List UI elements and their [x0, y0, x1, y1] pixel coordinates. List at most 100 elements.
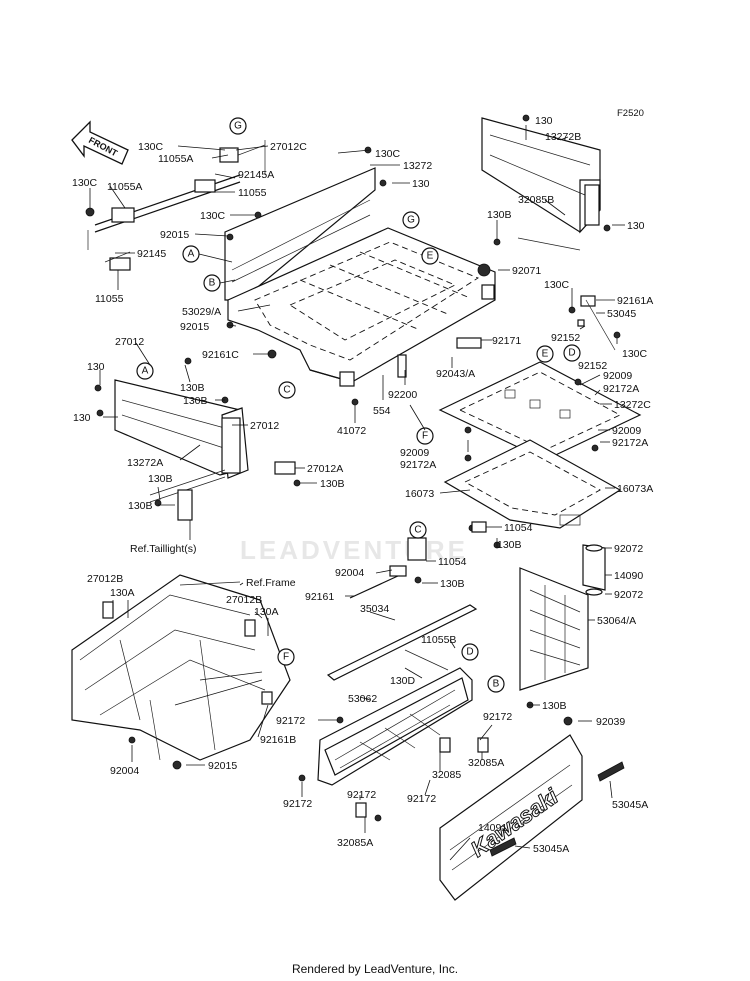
part-label: 92152: [578, 360, 607, 372]
part-label: 130C: [622, 348, 648, 360]
part-label: 92015: [208, 760, 237, 772]
part-label: 130: [535, 115, 553, 127]
part-label: 130C: [375, 148, 401, 160]
part-label: 32085A: [468, 757, 504, 769]
hinge-parts: [274, 237, 616, 475]
svg-text:B: B: [209, 278, 216, 289]
part-label: 130B: [180, 382, 205, 394]
part-label: 13272A: [127, 457, 163, 469]
part-label: 554: [373, 405, 391, 417]
part-label: 92015: [180, 321, 209, 333]
part-label: 130B: [497, 539, 522, 551]
part-label: 92072: [614, 589, 643, 601]
part-label: 92071: [512, 265, 541, 277]
gas-spring-92161: [349, 565, 407, 599]
part-label: 92172: [276, 715, 305, 727]
part-label: 92152: [551, 332, 580, 344]
part-label: 14091: [478, 822, 507, 834]
net-53064: [519, 567, 589, 691]
svg-text:C: C: [414, 525, 421, 536]
part-label: 130B: [183, 395, 208, 407]
svg-text:A: A: [142, 366, 149, 377]
part-label: 130C: [200, 210, 226, 222]
part-label: 16073A: [617, 483, 653, 495]
panel-14090: [582, 544, 606, 596]
part-label: 11055A: [107, 181, 142, 193]
part-label: 92171: [492, 335, 521, 347]
part-label: 35034: [360, 603, 389, 615]
part-label: 27012C: [270, 141, 307, 153]
part-label: 41072: [337, 425, 366, 437]
part-label: 92161: [305, 591, 334, 603]
part-label: 92145A: [238, 169, 274, 181]
part-label: 92039: [596, 716, 625, 728]
part-label: 53045A: [612, 799, 648, 811]
part-label: 92172: [407, 793, 436, 805]
credit-text: Rendered by LeadVenture, Inc.: [291, 962, 459, 976]
front-panel-13272: [224, 167, 376, 301]
part-label: 92161C: [202, 349, 239, 361]
bracket-11054: [407, 521, 487, 561]
front-arrow-icon: FRONT: [71, 120, 129, 165]
part-label: 92172A: [603, 383, 639, 395]
part-label: 130B: [440, 578, 465, 590]
part-label: 11055: [95, 293, 124, 305]
frame-ref: [71, 574, 291, 761]
tailgate-53062: [317, 667, 489, 818]
part-label: 130A: [254, 606, 279, 618]
svg-text:E: E: [542, 349, 549, 360]
part-label: 92172: [283, 798, 312, 810]
svg-text:D: D: [568, 348, 575, 359]
part-label: Ref.Taillight(s): [130, 543, 197, 555]
part-label: 130: [73, 412, 91, 424]
part-label: 53045: [607, 308, 636, 320]
part-label: 92009: [612, 425, 641, 437]
part-label: 92145: [137, 248, 166, 260]
part-label: 32085B: [518, 194, 554, 206]
svg-text:C: C: [283, 385, 290, 396]
figure-code: F2520: [617, 108, 644, 119]
part-label: 130C: [72, 177, 98, 189]
part-label: 130: [87, 361, 105, 373]
part-label: 53064/A: [597, 615, 636, 627]
part-label: 92009: [400, 447, 429, 459]
part-label: 92043/A: [436, 368, 475, 380]
part-label: 92009: [603, 370, 632, 382]
part-label: 11054: [504, 522, 533, 534]
watermark: LEADVENTURE: [240, 535, 469, 565]
part-label: 27012B: [87, 573, 123, 585]
svg-text:D: D: [466, 647, 473, 658]
part-label: Ref.Frame: [246, 577, 296, 589]
part-label: 130B: [320, 478, 345, 490]
part-label: 130B: [542, 700, 567, 712]
part-label: 14090: [614, 570, 643, 582]
part-label: 27012A: [307, 463, 343, 475]
part-label: 13272B: [545, 131, 581, 143]
part-label: 16073: [405, 488, 434, 500]
part-label: 27012B: [226, 594, 262, 606]
right-side-panel-13272B: [481, 117, 601, 234]
part-label: 13272: [403, 160, 432, 172]
part-label: 27012: [115, 336, 144, 348]
part-label: 92172: [483, 711, 512, 723]
rod-35034: [326, 604, 478, 681]
part-label: 130C: [544, 279, 570, 291]
part-label: 130B: [487, 209, 512, 221]
callout-circles: G G A B E A C D E F C D B F: [136, 117, 581, 693]
part-label: 27012: [250, 420, 279, 432]
floor-mat-13272C: [438, 361, 642, 461]
part-label: 92172A: [612, 437, 648, 449]
part-label: 130: [412, 178, 430, 190]
svg-text:F: F: [422, 431, 428, 442]
bed-floor-53029: [227, 227, 496, 387]
svg-text:B: B: [493, 679, 500, 690]
svg-text:F: F: [283, 652, 289, 663]
part-label: 92172: [347, 789, 376, 801]
part-label: 92172A: [400, 459, 436, 471]
part-label: 92161A: [617, 295, 653, 307]
part-label: 92161B: [260, 734, 296, 746]
left-upper-bracket-assembly: [87, 140, 266, 271]
part-label: 130C: [138, 141, 164, 153]
left-side-panel-13272A: [114, 379, 249, 521]
